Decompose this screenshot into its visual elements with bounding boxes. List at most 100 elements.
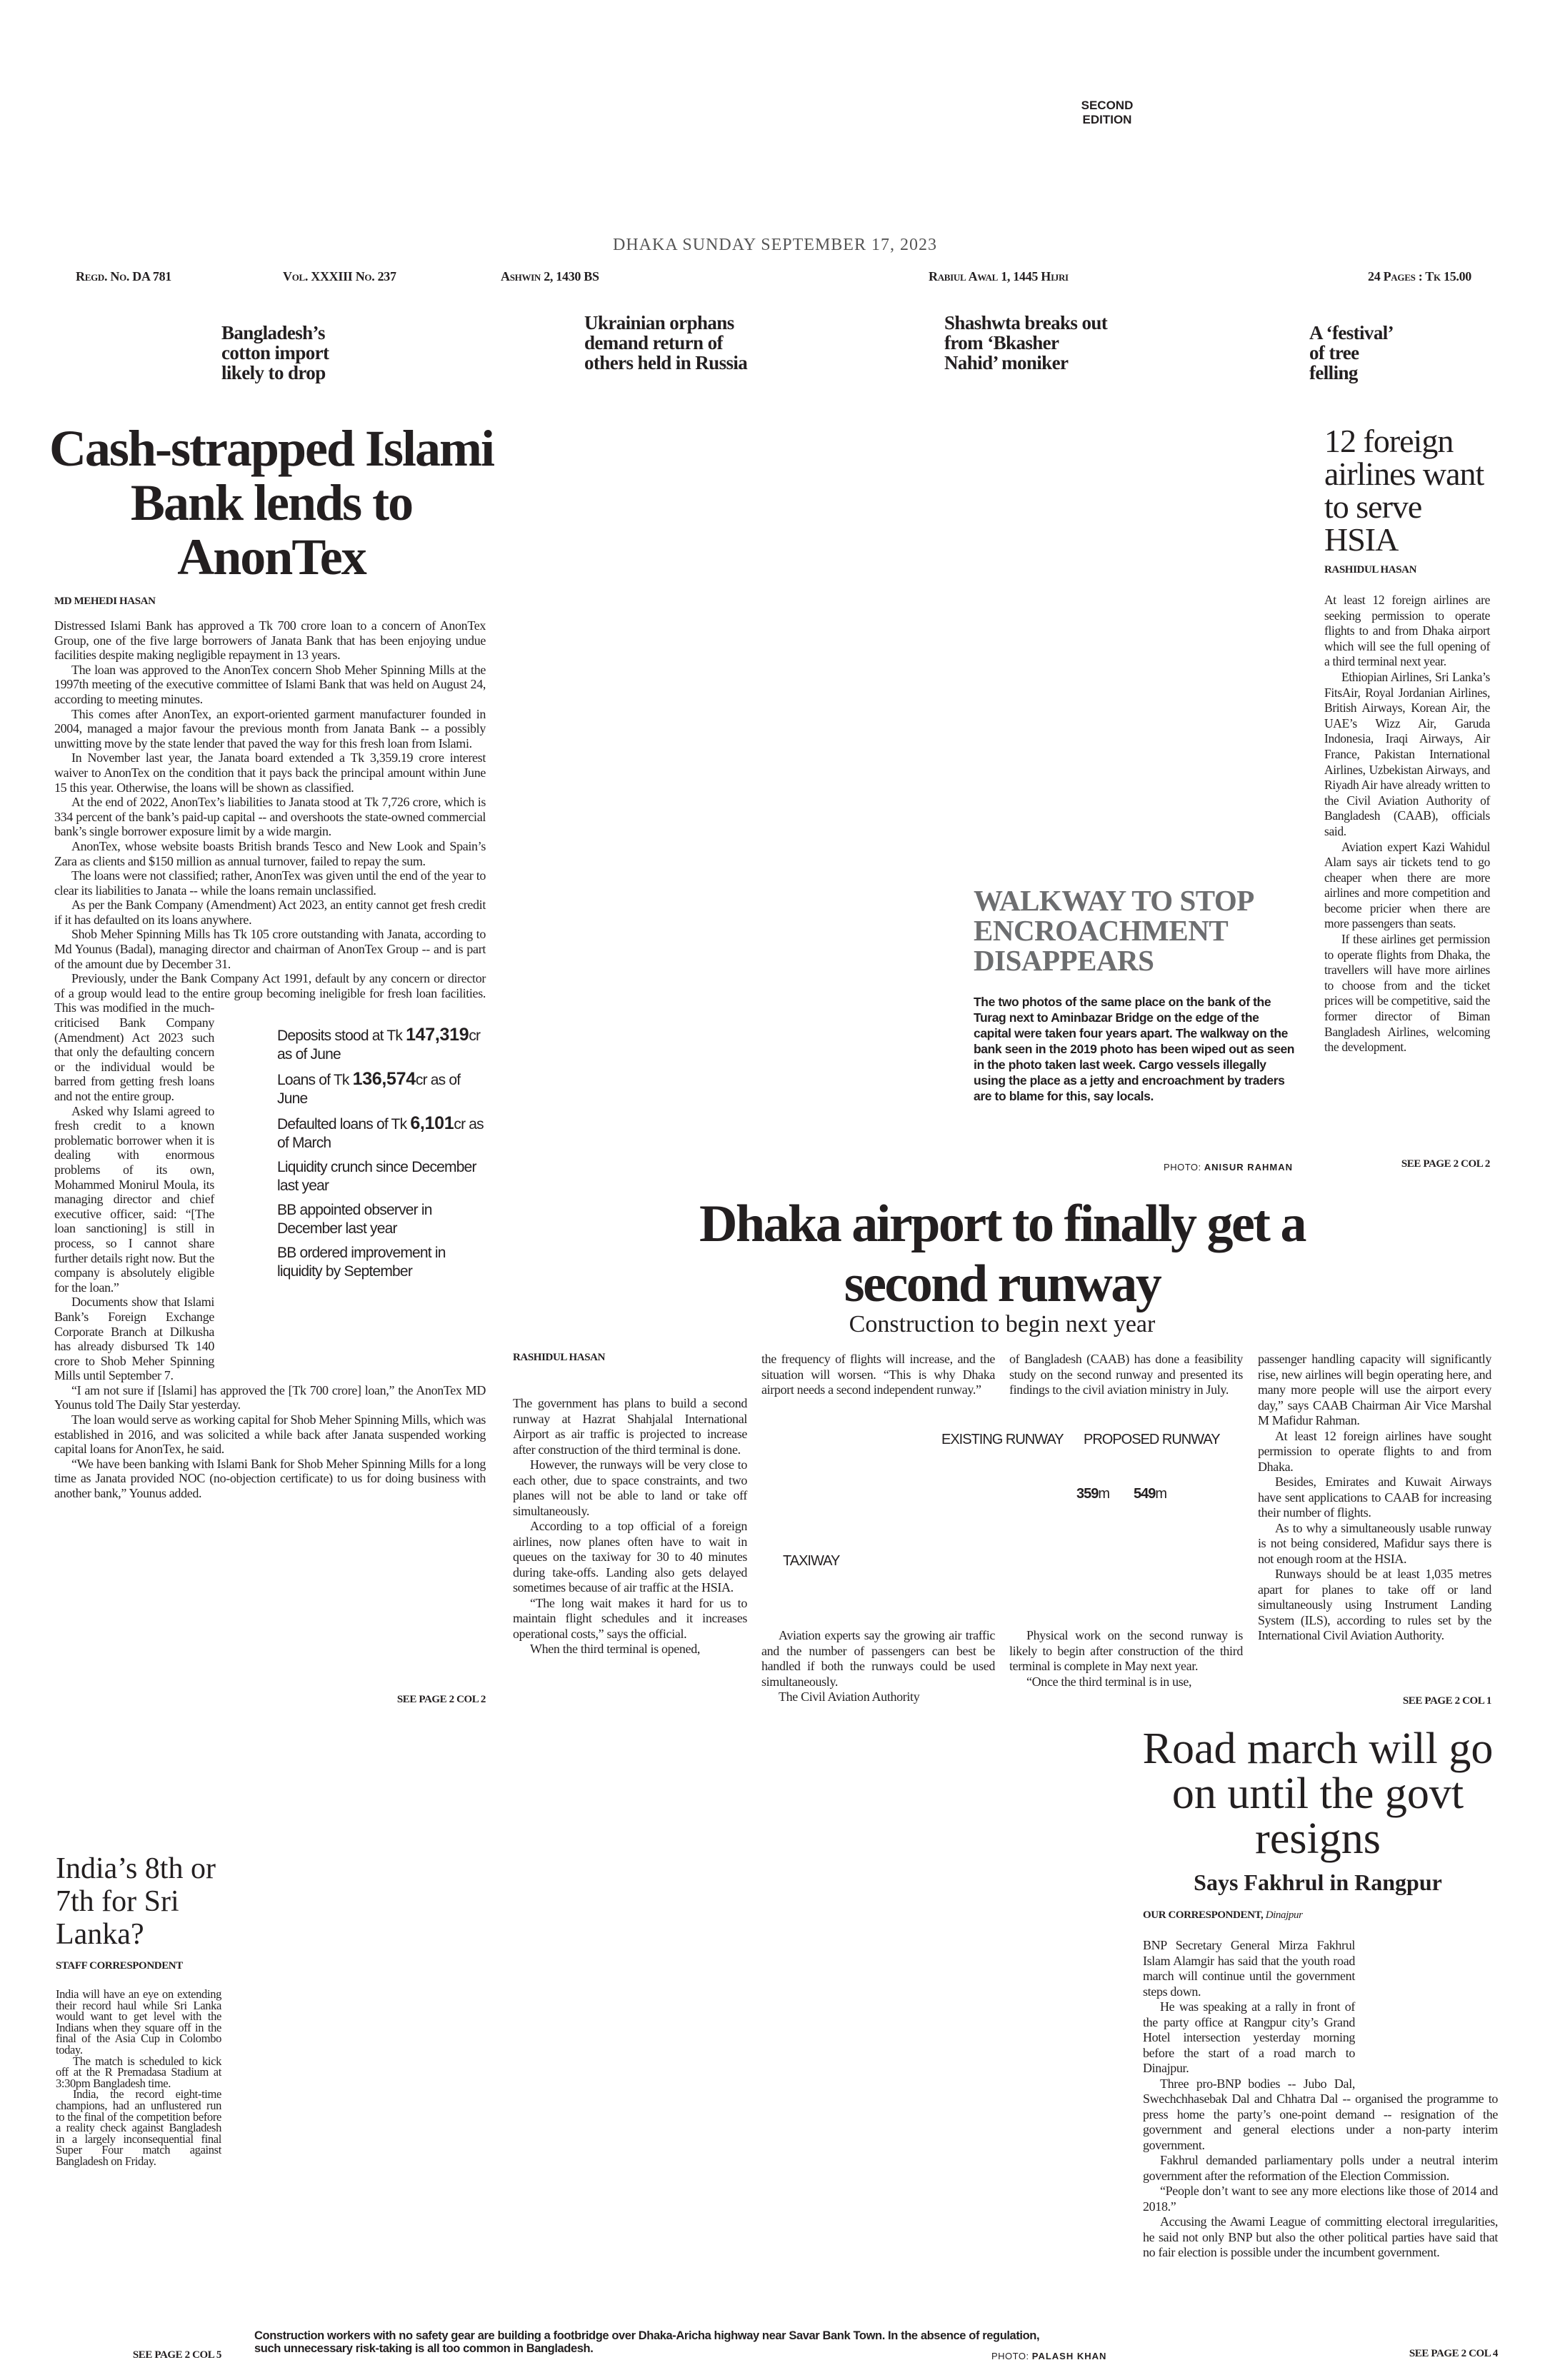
distance-label-1: 359m [1076, 1486, 1110, 1502]
paragraph: Aviation expert Kazi Wahidul Alam says a… [1324, 839, 1490, 931]
walkway-headline: WALKWAY TO STOP ENCROACHMENT DISAPPEARS [974, 884, 1253, 977]
paragraph: passenger handling capacity will signifi… [1258, 1352, 1491, 1427]
runway-graphic: EXISTING RUNWAY PROPOSED RUNWAY 359m 549… [761, 1421, 1243, 1621]
paragraph: of Bangladesh (CAAB) has done a feasibil… [1009, 1352, 1243, 1397]
bangla-date: Ashwin 2, 1430 BS [501, 269, 599, 283]
pages-price: 24 Pages : Tk 15.00 [1368, 269, 1471, 283]
paragraph: Physical work on the second runway is li… [1009, 1628, 1243, 1673]
paragraph: As to why a simultaneously usable runway… [1258, 1520, 1491, 1566]
paragraph: At least 12 foreign airlines are seeking… [1324, 593, 1490, 669]
paragraph: In November last year, the Janata board … [54, 750, 486, 795]
road-march-subhead: Says Fakhrul in Rangpur [1194, 1869, 1442, 1895]
hsia-byline: RASHIDUL HASAN [1324, 564, 1417, 576]
road-march-headline[interactable]: Road march will go on until the govt res… [1142, 1724, 1494, 1863]
road-march-jump-link[interactable]: SEE PAGE 2 COL 4 [1409, 2348, 1499, 2359]
lead-article-body: Deposits stood at Tk 147,319cr as of Jun… [54, 618, 486, 1501]
paragraph: Three pro-BNP bodies -- Jubo Dal, Swechc… [1143, 2076, 1498, 2152]
airport-col-3-bottom: Physical work on the second runway is li… [1009, 1628, 1243, 1689]
paragraph: “The long wait makes it hard for us to m… [513, 1595, 747, 1641]
paragraph: Fakhrul demanded parliamentary polls und… [1143, 2153, 1498, 2183]
airport-col-1: The government has plans to build a seco… [513, 1396, 747, 1657]
bottom-photo-credit: PHOTO: PALASH KHAN [991, 2351, 1107, 2361]
paragraph: “Once the third terminal is in use, [1026, 1674, 1192, 1689]
fact-item: BB ordered improvement in liquidity by S… [277, 1245, 446, 1280]
paragraph: The loan was approved to the AnonTex con… [54, 662, 486, 706]
paragraph: Documents show that Islami Bank’s Foreig… [54, 1295, 214, 1383]
teaser-ukraine[interactable]: Ukrainian orphans demand return of other… [584, 312, 748, 373]
fact-box: Deposits stood at Tk 147,319cr as of Jun… [214, 1001, 486, 1367]
fact-item: Defaulted loans of Tk 6,101cr as of Marc… [277, 1113, 484, 1151]
paragraph: “I am not sure if [Islami] has approved … [54, 1382, 486, 1412]
distance-label-2: 549m [1134, 1486, 1167, 1502]
paragraph: Aviation experts say the growing air tra… [761, 1628, 995, 1689]
airport-col-2-bottom: Aviation experts say the growing air tra… [761, 1628, 995, 1705]
wrap-spacer [1355, 1938, 1498, 2089]
paragraph: “People don’t want to see any more elect… [1143, 2184, 1498, 2214]
airport-col-2-top: the frequency of flights will increase, … [761, 1352, 995, 1398]
paragraph: The match is scheduled to kick off at th… [56, 2054, 221, 2090]
fact-item: Loans of Tk 136,574cr as of June [277, 1069, 461, 1107]
india-headline[interactable]: India’s 8th or 7th for Sri Lanka? [56, 1852, 216, 1951]
paragraph: This comes after AnonTex, an export-orie… [54, 706, 486, 750]
paragraph: BNP Secretary General Mirza Fakhrul Isla… [1143, 1938, 1355, 1999]
paragraph: As per the Bank Company (Amendment) Act … [54, 898, 486, 927]
airport-headline[interactable]: Dhaka airport to finally get a second ru… [699, 1195, 1306, 1313]
hsia-jump-link[interactable]: SEE PAGE 2 COL 2 [1401, 1158, 1491, 1170]
road-march-byline: OUR CORRESPONDENT, Dinajpur [1143, 1909, 1303, 1921]
airport-jump-link[interactable]: SEE PAGE 2 COL 1 [1402, 1695, 1492, 1707]
proposed-runway-label: PROPOSED RUNWAY [1084, 1432, 1221, 1447]
paragraph: The government has plans to build a seco… [513, 1396, 747, 1457]
paragraph: Previously, under the Bank Company Act 1… [54, 971, 486, 1103]
existing-runway-label: EXISTING RUNWAY [941, 1432, 1064, 1447]
fact-item: Deposits stood at Tk 147,319cr as of Jun… [277, 1025, 481, 1063]
india-body: India will have an eye on extending thei… [56, 1987, 221, 2168]
edition-label: SECOND EDITION [1081, 99, 1134, 126]
paragraph: However, the runways will be very close … [513, 1457, 747, 1518]
walkway-photo-credit: PHOTO: ANISUR RAHMAN [1164, 1162, 1293, 1173]
paragraph: Distressed Islami Bank has approved a Tk… [54, 618, 486, 663]
fact-item: BB appointed observer in December last y… [277, 1202, 432, 1237]
hsia-headline[interactable]: 12 foreign airlines want to serve HSIA [1324, 423, 1484, 558]
paragraph: At the end of 2022, AnonTex’s liabilitie… [54, 795, 486, 839]
registration-number: Regd. No. DA 781 [76, 269, 171, 283]
paragraph: Asked why Islami agreed to fresh credit … [54, 1103, 214, 1295]
paragraph: The loan would serve as working capital … [54, 1412, 486, 1457]
paragraph: The Civil Aviation Authority [779, 1689, 920, 1704]
airport-subhead: Construction to begin next year [849, 1311, 1156, 1337]
paragraph: AnonTex, whose website boasts British br… [54, 838, 486, 868]
paragraph: At least 12 foreign airlines have sought… [1258, 1428, 1491, 1474]
paragraph: India will have an eye on extending thei… [56, 1987, 221, 2057]
paragraph: When the third terminal is opened, [530, 1642, 701, 1656]
teaser-tree-felling[interactable]: A ‘festival’ of tree felling [1309, 322, 1393, 383]
hsia-article-body: At least 12 foreign airlines are seeking… [1324, 593, 1490, 1055]
road-march-body: BNP Secretary General Mirza Fakhrul Isla… [1143, 1938, 1498, 2261]
paragraph: Shob Meher Spinning Mills has Tk 105 cro… [54, 927, 486, 971]
airport-col-3-top: of Bangladesh (CAAB) has done a feasibil… [1009, 1352, 1243, 1398]
walkway-caption: The two photos of the same place on the … [974, 995, 1295, 1103]
teaser-cotton[interactable]: Bangladesh’s cotton import likely to dro… [221, 322, 329, 383]
paragraph: India, the record eight-time champions, … [56, 2087, 221, 2168]
paragraph: “We have been banking with Islami Bank f… [54, 1456, 486, 1501]
bottom-photo-caption: Construction workers with no safety gear… [254, 2329, 1040, 2355]
paragraph: Besides, Emirates and Kuwait Airways hav… [1258, 1475, 1491, 1520]
paragraph: The loans were not classified; rather, A… [54, 868, 486, 898]
airport-byline: RASHIDUL HASAN [513, 1352, 606, 1363]
paragraph: If these airlines get permission to oper… [1324, 932, 1490, 1055]
paragraph: He was speaking at a rally in front of t… [1143, 1999, 1355, 2075]
india-byline: STAFF CORRESPONDENT [56, 1960, 183, 1972]
paragraph: the frequency of flights will increase, … [761, 1352, 995, 1397]
paragraph: According to a top official of a foreign… [513, 1519, 747, 1595]
fact-item: Liquidity crunch since December last yea… [277, 1159, 476, 1194]
lead-byline: MD MEHEDI HASAN [54, 596, 156, 607]
india-jump-link[interactable]: SEE PAGE 2 COL 5 [132, 2349, 222, 2361]
paragraph: Runways should be at least 1,035 metres … [1258, 1567, 1491, 1642]
taxiway-label: TAXIWAY [783, 1553, 840, 1569]
hijri-date: Rabiul Awal 1, 1445 Hijri [929, 269, 1069, 283]
paragraph: Ethiopian Airlines, Sri Lanka’s FitsAir,… [1324, 669, 1490, 838]
dateline: DHAKA SUNDAY SEPTEMBER 17, 2023 [613, 236, 937, 254]
paragraph: Accusing the Awami League of committing … [1143, 2214, 1498, 2259]
lead-jump-link[interactable]: SEE PAGE 2 COL 2 [396, 1694, 486, 1705]
teaser-shashwta[interactable]: Shashwta breaks out from ‘Bkasher Nahid’… [944, 312, 1108, 373]
volume-number: Vol. XXXIII No. 237 [283, 269, 396, 283]
lead-headline[interactable]: Cash-strapped Islami Bank lends to AnonT… [49, 420, 495, 586]
